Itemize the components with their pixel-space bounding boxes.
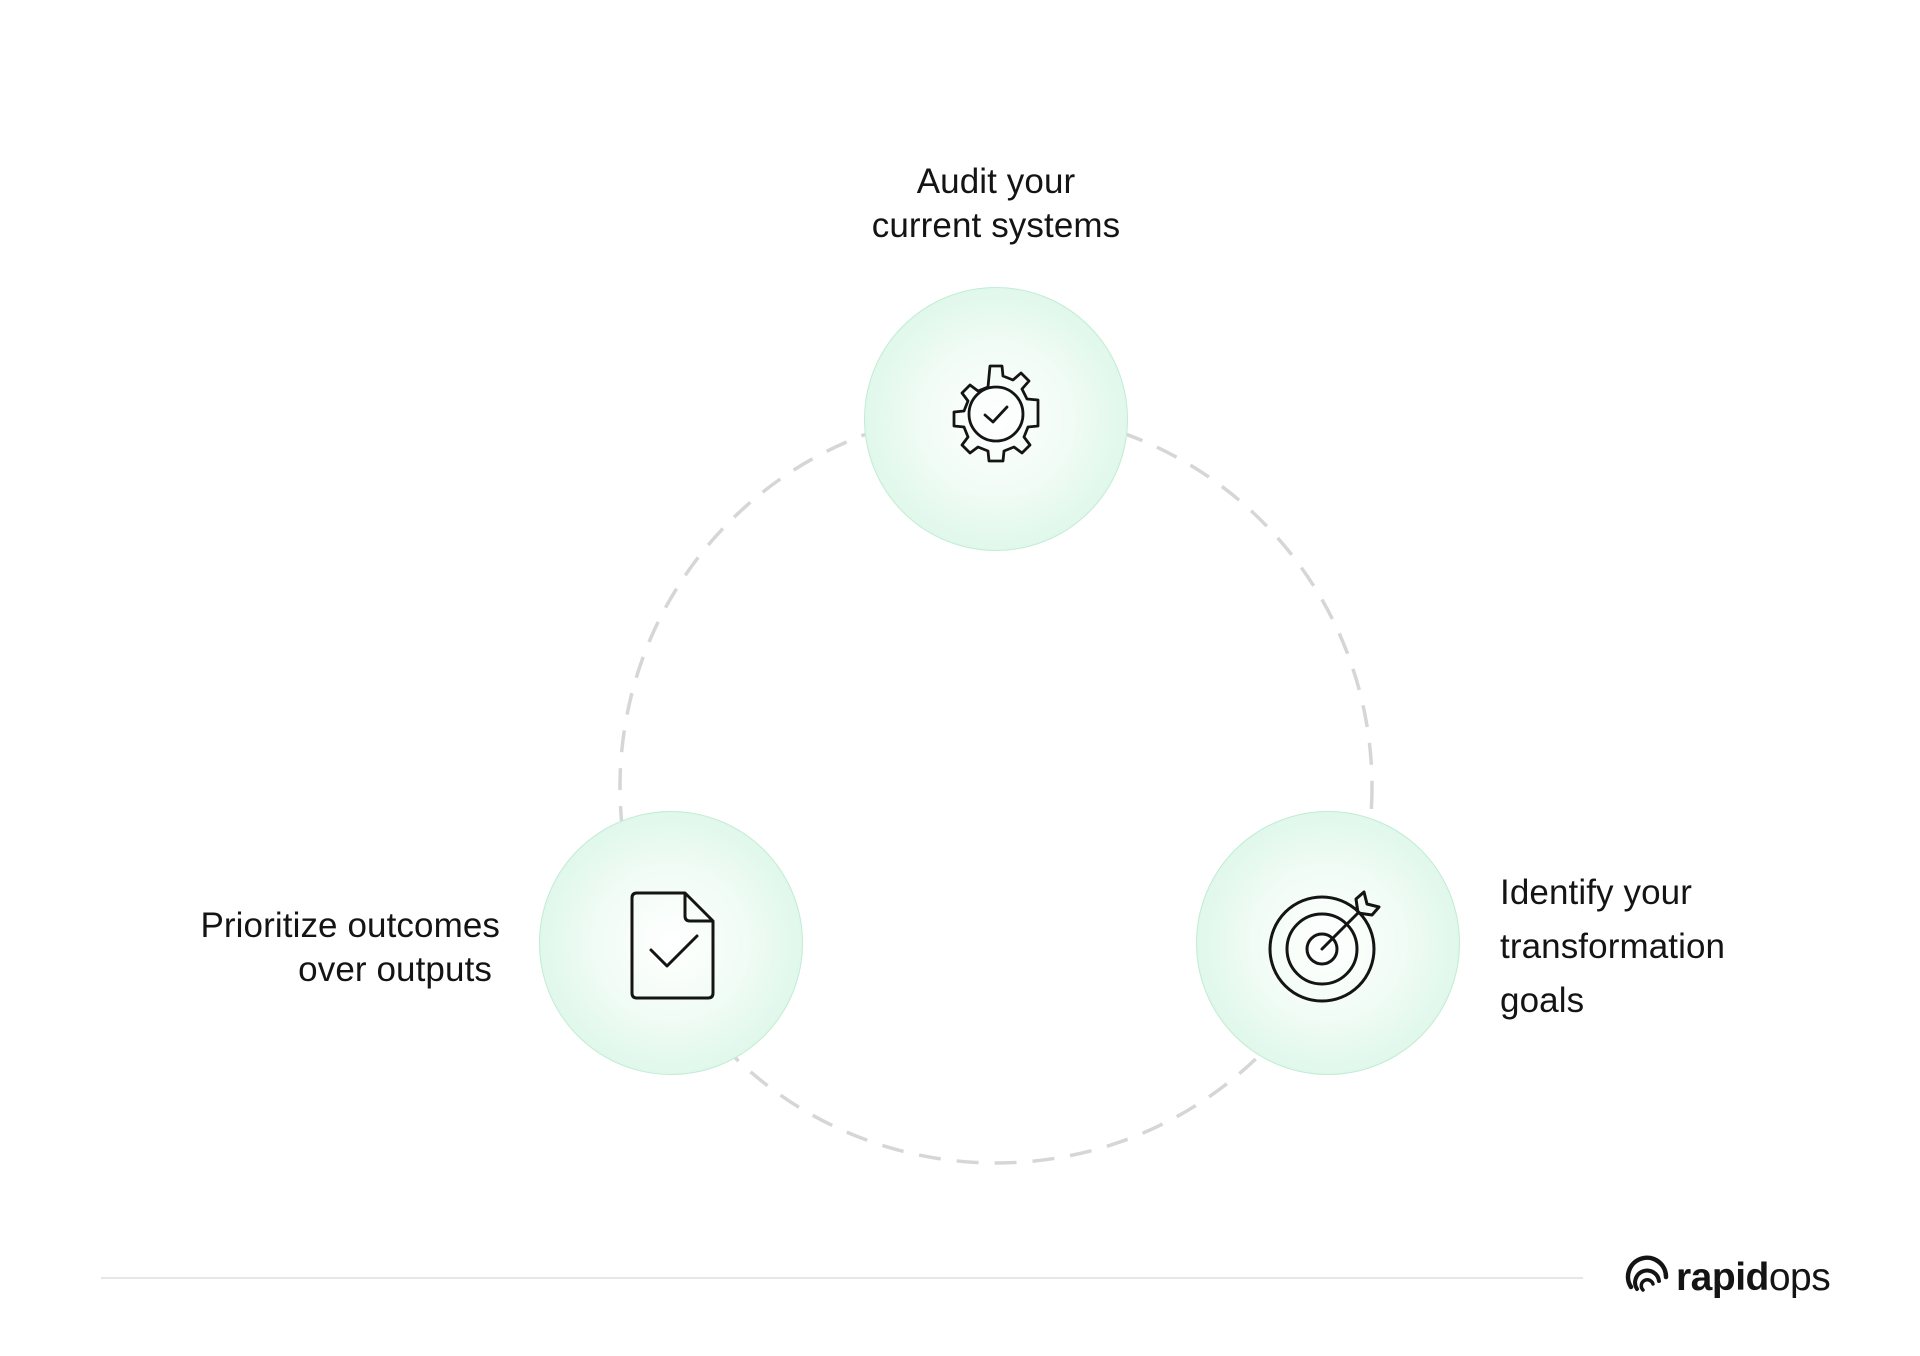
audit-label: Audit your current systems — [846, 160, 1146, 248]
prioritize-node — [539, 811, 803, 1075]
brand-name-bold: rapid — [1676, 1256, 1769, 1299]
audit-node — [864, 287, 1128, 551]
prioritize-label-line1: Prioritize outcomes — [200, 906, 500, 945]
gear-check-icon — [952, 364, 1040, 463]
audit-label-line1: Audit your — [916, 162, 1076, 201]
prioritize-label-line2: over outputs — [298, 950, 492, 989]
document-check-icon — [630, 891, 715, 1000]
brand-logo: rapidops — [1622, 1250, 1831, 1306]
identify-node — [1196, 811, 1460, 1075]
identify-label: Identify your transformation goals — [1500, 866, 1725, 1028]
brand-wordmark: rapidops — [1676, 1253, 1831, 1303]
target-arrow-icon — [1268, 890, 1381, 1003]
identify-label-line1: Identify your — [1500, 873, 1692, 912]
identify-label-line3: goals — [1500, 981, 1585, 1020]
prioritize-label: Prioritize outcomes over outputs — [130, 904, 500, 992]
identify-label-line2: transformation — [1500, 927, 1726, 966]
footer-divider — [101, 1277, 1583, 1279]
rapidops-logo-icon — [1625, 1255, 1669, 1292]
audit-label-line2: current systems — [871, 206, 1121, 245]
brand-name-light: ops — [1768, 1256, 1831, 1299]
